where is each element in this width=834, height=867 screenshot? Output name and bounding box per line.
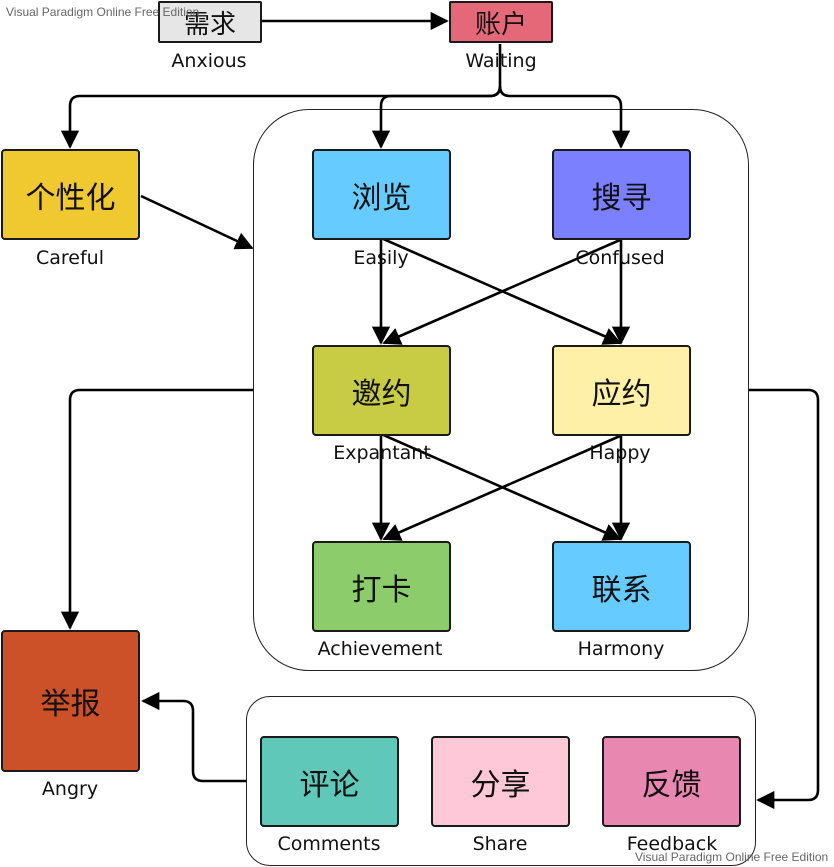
- watermark-top: Visual Paradigm Online Free Edition: [6, 5, 200, 19]
- feedback-caption: Feedback: [626, 833, 718, 855]
- demand-label: 需求: [183, 9, 236, 40]
- arrow-account-to-search: [498, 85, 631, 149]
- search-label: 搜寻: [591, 180, 652, 216]
- comments-label: 评论: [299, 767, 360, 803]
- browse-node[interactable]: 浏览: [312, 149, 451, 240]
- watermark-bottom: Visual Paradigm Online Free Edition: [635, 850, 829, 864]
- report-node[interactable]: 举报: [1, 630, 140, 772]
- browse-label: 浏览: [351, 180, 412, 216]
- feedback-label: 反馈: [641, 767, 702, 803]
- share-label: 分享: [470, 767, 531, 803]
- arrow-personal-to-main: [140, 194, 254, 250]
- account-node[interactable]: 账户: [449, 1, 553, 43]
- arrow-main-to-feedback: [749, 388, 820, 810]
- search-caption: Confused: [575, 247, 665, 269]
- search-node[interactable]: 搜寻: [552, 149, 691, 240]
- invite-node[interactable]: 邀约: [312, 345, 451, 436]
- comments-caption: Comments: [277, 833, 381, 855]
- share-caption: Share: [472, 833, 528, 855]
- contact-caption: Harmony: [577, 638, 665, 660]
- invite-caption: Expantant: [333, 442, 431, 464]
- checkin-node[interactable]: 打卡: [312, 541, 451, 632]
- demand-caption: Anxious: [171, 50, 247, 72]
- account-label: 账户: [474, 9, 527, 40]
- browse-caption: Easily: [353, 247, 409, 269]
- feedback-node[interactable]: 反馈: [602, 736, 741, 827]
- contact-node[interactable]: 联系: [552, 541, 691, 632]
- personalization-label: 个性化: [25, 180, 116, 216]
- arrow-accept-to-checkin: [382, 434, 621, 541]
- account-caption: Waiting: [465, 50, 537, 72]
- personalization-node[interactable]: 个性化: [1, 149, 140, 240]
- accept-node[interactable]: 应约: [552, 345, 691, 436]
- report-label: 举报: [40, 687, 101, 722]
- checkin-label: 打卡: [351, 572, 412, 608]
- accept-caption: Happy: [589, 442, 651, 464]
- arrow-main-to-report: [60, 388, 253, 630]
- arrow-search-to-invite: [382, 238, 621, 345]
- report-caption: Angry: [41, 778, 99, 800]
- arrow-account-to-browse: [371, 85, 502, 149]
- share-node[interactable]: 分享: [431, 736, 570, 827]
- comments-node[interactable]: 评论: [260, 736, 399, 827]
- checkin-caption: Achievement: [317, 638, 443, 660]
- arrow-comments-to-report: [141, 691, 246, 783]
- arrow-browse-to-accept: [380, 236, 622, 345]
- demand-node[interactable]: 需求: [158, 1, 262, 43]
- personalization-caption: Careful: [35, 247, 104, 269]
- invite-label: 邀约: [351, 376, 412, 412]
- contact-label: 联系: [591, 572, 652, 608]
- accept-label: 应约: [591, 376, 652, 412]
- arrow-invite-to-contact: [380, 432, 622, 541]
